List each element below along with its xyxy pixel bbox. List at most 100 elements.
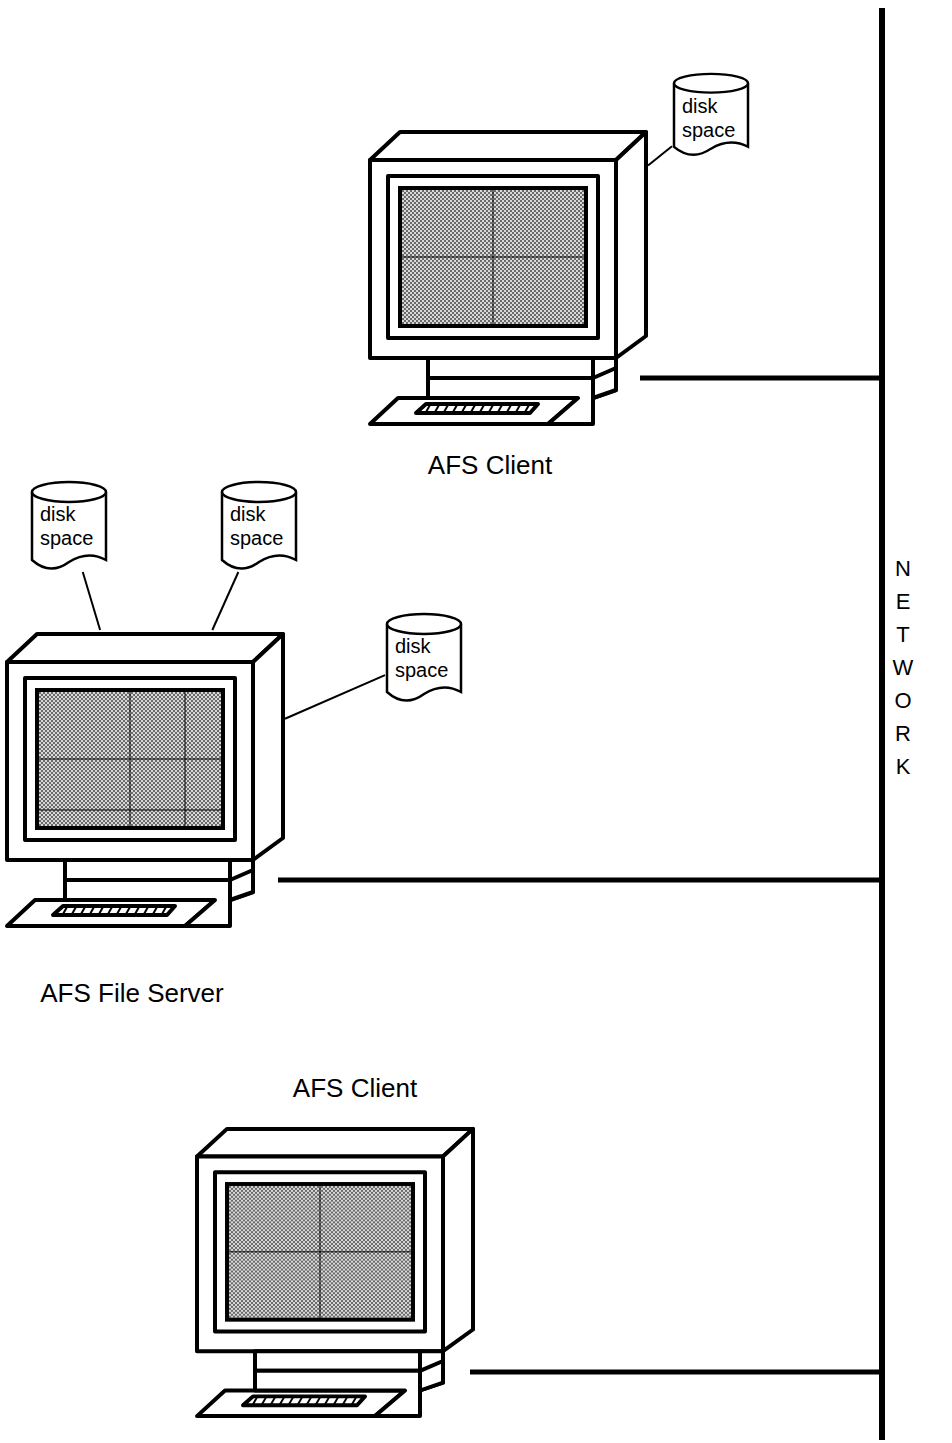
disk-node: disk space bbox=[672, 72, 750, 158]
disk-label: disk space bbox=[220, 480, 298, 550]
keyboard bbox=[370, 398, 578, 424]
key-mark bbox=[253, 1397, 257, 1404]
computer-label-box: AFS File Server bbox=[40, 978, 224, 1009]
case-front bbox=[7, 662, 253, 860]
disk-node: disk space bbox=[30, 480, 108, 572]
computer-node: AFS File Server bbox=[5, 630, 285, 930]
screen-grid bbox=[185, 690, 186, 828]
case-top bbox=[370, 132, 646, 160]
case-top bbox=[7, 634, 283, 662]
keyboard bbox=[7, 900, 215, 926]
base-side bbox=[230, 870, 253, 900]
key-mark bbox=[262, 1397, 266, 1404]
disk-node: disk space bbox=[385, 612, 463, 704]
key-mark bbox=[144, 907, 148, 914]
computer-label: AFS Client bbox=[293, 1073, 417, 1103]
base bbox=[428, 378, 593, 424]
base bbox=[65, 880, 230, 926]
disk-label: disk space bbox=[385, 612, 463, 682]
key-mark bbox=[90, 907, 94, 914]
key-mark bbox=[426, 405, 430, 412]
case-top bbox=[197, 1129, 473, 1157]
screen-frame bbox=[215, 1172, 425, 1331]
key-mark bbox=[289, 1397, 293, 1404]
key-mark bbox=[307, 1397, 311, 1404]
network-drop bbox=[640, 376, 882, 381]
case-side bbox=[253, 634, 283, 860]
screen-frame bbox=[388, 176, 598, 338]
neck bbox=[255, 1351, 420, 1371]
neck-side bbox=[593, 358, 616, 398]
keys bbox=[53, 906, 175, 915]
key-mark bbox=[81, 907, 85, 914]
disk-top bbox=[222, 482, 296, 502]
base-side bbox=[420, 1361, 443, 1391]
key-mark bbox=[498, 405, 502, 412]
disk-cylinder bbox=[385, 612, 463, 704]
neck-side bbox=[230, 860, 253, 900]
screen-grid bbox=[37, 759, 223, 760]
key-mark bbox=[334, 1397, 338, 1404]
computer-icon bbox=[195, 1125, 475, 1420]
key-mark bbox=[352, 1397, 356, 1404]
computer-label-box: AFS Client bbox=[293, 1073, 417, 1104]
case-side bbox=[616, 132, 646, 358]
key-mark bbox=[162, 907, 166, 914]
key-mark bbox=[153, 907, 157, 914]
base bbox=[255, 1371, 420, 1416]
screen-grid bbox=[400, 257, 586, 258]
base-side bbox=[593, 368, 616, 398]
key-mark bbox=[99, 907, 103, 914]
key-mark bbox=[444, 405, 448, 412]
key-mark bbox=[525, 405, 529, 412]
key-mark bbox=[489, 405, 493, 412]
computer-node: AFS Client bbox=[368, 128, 648, 428]
key-mark bbox=[298, 1397, 302, 1404]
disk-cable bbox=[285, 675, 385, 719]
disk-label: disk space bbox=[30, 480, 108, 550]
disk-cylinder bbox=[30, 480, 108, 572]
neck bbox=[428, 358, 593, 378]
neck bbox=[65, 860, 230, 880]
key-mark bbox=[316, 1397, 320, 1404]
key-mark bbox=[453, 405, 457, 412]
key-mark bbox=[271, 1397, 275, 1404]
key-mark bbox=[63, 907, 67, 914]
disk-top bbox=[674, 74, 748, 93]
keys bbox=[416, 404, 538, 413]
key-mark bbox=[435, 405, 439, 412]
key-mark bbox=[135, 907, 139, 914]
computer-label: AFS Client bbox=[428, 450, 552, 480]
disk-cable bbox=[212, 572, 238, 630]
neck-side bbox=[420, 1351, 443, 1390]
case-side bbox=[443, 1129, 473, 1351]
key-mark bbox=[126, 907, 130, 914]
keys bbox=[243, 1396, 365, 1405]
disk-cable bbox=[648, 146, 672, 165]
keyboard bbox=[197, 1391, 405, 1417]
disk-node: disk space bbox=[220, 480, 298, 572]
screen-grid bbox=[37, 810, 223, 811]
network-drop bbox=[278, 878, 882, 883]
key-mark bbox=[516, 405, 520, 412]
case-front bbox=[197, 1156, 443, 1351]
network-drop bbox=[470, 1370, 882, 1375]
screen bbox=[37, 690, 223, 828]
computer-node: AFS Client bbox=[195, 1125, 475, 1420]
key-mark bbox=[325, 1397, 329, 1404]
screen-frame bbox=[25, 678, 235, 840]
key-mark bbox=[108, 907, 112, 914]
disk-top bbox=[32, 482, 106, 502]
key-mark bbox=[280, 1397, 284, 1404]
key-mark bbox=[471, 405, 475, 412]
screen-grid bbox=[227, 1251, 413, 1252]
computer-icon bbox=[5, 630, 285, 930]
key-mark bbox=[117, 907, 121, 914]
disk-body bbox=[674, 83, 748, 155]
screen bbox=[400, 188, 586, 326]
disk-label: disk space bbox=[672, 72, 750, 142]
computer-label-box: AFS Client bbox=[428, 450, 552, 481]
key-mark bbox=[343, 1397, 347, 1404]
network-label: NETWORK bbox=[892, 552, 914, 783]
key-mark bbox=[507, 405, 511, 412]
